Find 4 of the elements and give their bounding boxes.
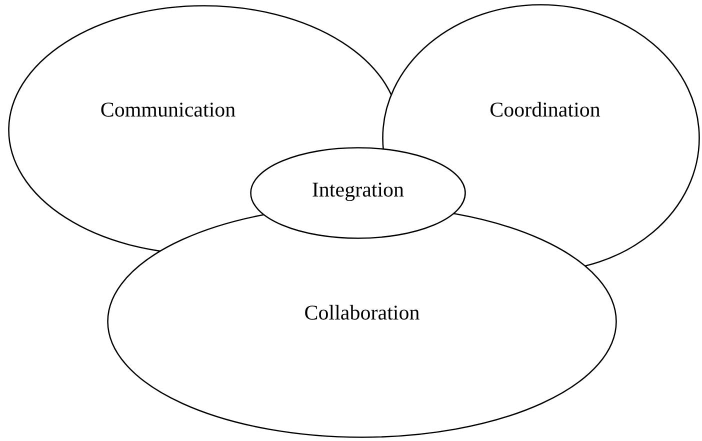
node-label: Communication bbox=[100, 98, 236, 122]
node-label: Integration bbox=[312, 178, 404, 202]
node-label: Coordination bbox=[490, 98, 600, 122]
node-label: Collaboration bbox=[304, 300, 420, 326]
